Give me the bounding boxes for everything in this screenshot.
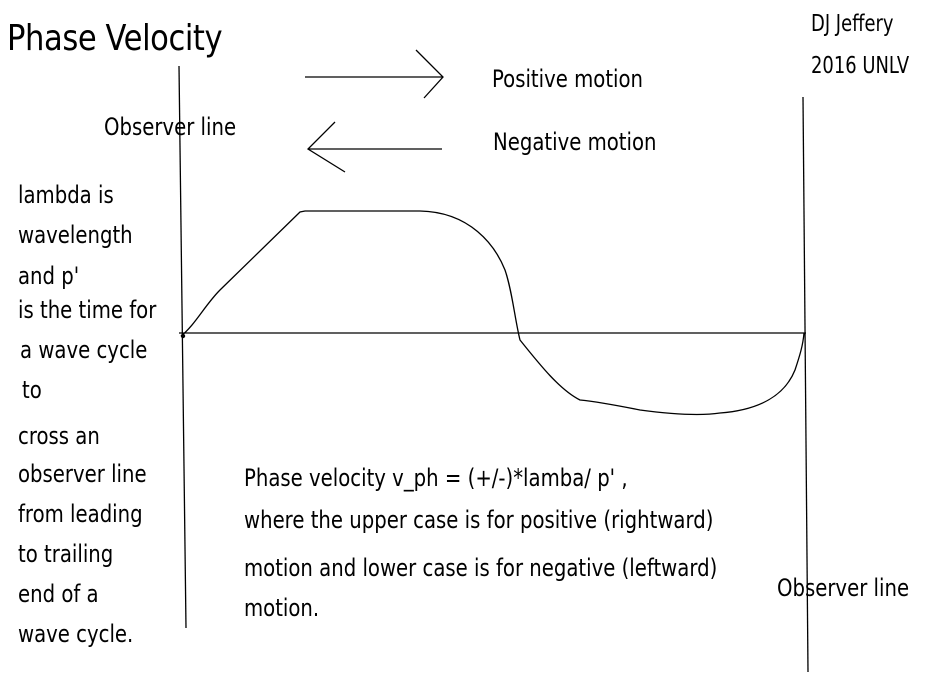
right-observer-line bbox=[802, 96, 809, 673]
side-note-line: to bbox=[22, 376, 42, 404]
right-arrow-icon bbox=[305, 49, 444, 99]
observer-line-label-right: Observer line bbox=[777, 574, 910, 602]
side-note-line: wavelength bbox=[18, 221, 133, 249]
side-note-line: a wave cycle bbox=[20, 336, 148, 364]
side-note-line: lambda is bbox=[18, 181, 114, 209]
wave-curve bbox=[180, 210, 805, 416]
credit-year: 2016 UNLV bbox=[811, 53, 910, 79]
left-observer-line bbox=[178, 65, 187, 629]
side-note-line: cross an bbox=[18, 422, 100, 450]
left-arrow-icon bbox=[306, 121, 442, 173]
credit-author: DJ Jeffery bbox=[811, 11, 894, 37]
negative-motion-label: Negative motion bbox=[493, 128, 657, 156]
side-note-line: and p' bbox=[18, 262, 80, 290]
formula-line: Phase velocity v_ph = (+/-)*lamba/ p' , bbox=[244, 464, 628, 492]
origin-marker bbox=[180, 333, 186, 339]
formula-line: motion. bbox=[244, 594, 320, 622]
formula-line: motion and lower case is for negative (l… bbox=[244, 554, 718, 582]
formula-line: where the upper case is for positive (ri… bbox=[244, 506, 714, 534]
page-title: Phase Velocity bbox=[7, 18, 223, 59]
side-note-line: to trailing bbox=[18, 540, 114, 568]
side-note-line: observer line bbox=[18, 460, 147, 488]
side-note-line: is the time for bbox=[18, 296, 157, 324]
side-note-line: wave cycle. bbox=[18, 620, 134, 648]
observer-line-label-left: Observer line bbox=[104, 113, 237, 141]
side-note-line: from leading bbox=[18, 500, 143, 528]
side-note-line: end of a bbox=[18, 580, 99, 608]
positive-motion-label: Positive motion bbox=[492, 65, 644, 93]
